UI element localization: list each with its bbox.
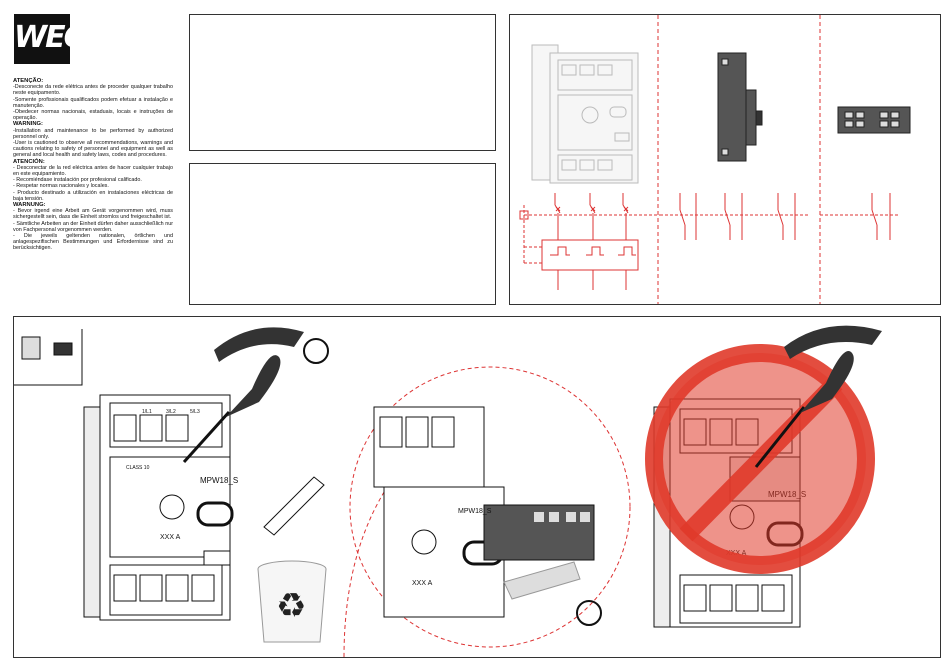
lateral-contacts-schematic	[660, 193, 810, 240]
warning-line: -Obedecer normas nacionais, estaduais, l…	[13, 109, 173, 122]
warning-line: - Producto destinado a utilización en in…	[13, 189, 173, 202]
weg-logo: WEG	[14, 14, 88, 64]
safety-warnings: ATENÇÃO: -Desconecte da rede elétrica an…	[13, 78, 173, 252]
warning-line: -Desconecte da rede elétrica antes de pr…	[13, 84, 173, 97]
terminal-label: 1/L1	[142, 409, 152, 415]
warning-heading: WARNUNG:	[13, 202, 46, 209]
warning-line: - Sämtliche Arbeiten an der Einheit dürf…	[13, 220, 173, 233]
terminal-label: 5/L3	[190, 409, 200, 415]
device-class-label: CLASS 10	[126, 465, 150, 471]
terminal-label: 3/L2	[166, 409, 176, 415]
main-circuit-schematic	[519, 193, 660, 290]
warning-en: WARNING: -Installation and maintenance t…	[13, 121, 173, 158]
zoom-detail: MPW18_S XXX A	[343, 366, 631, 658]
frontal-contact-schematic	[820, 193, 900, 240]
svg-text:♻: ♻	[276, 587, 306, 625]
warning-line: -Installation and maintenance to be perf…	[13, 127, 173, 140]
screwdriver-icon	[182, 327, 304, 464]
warning-pt: ATENÇÃO: -Desconecte da rede elétrica an…	[13, 78, 173, 121]
screwdriver-icon	[754, 325, 882, 468]
warning-line: - Respetar normas nacionales y locales.	[13, 183, 109, 190]
step-circle-icon	[576, 600, 602, 626]
accessory-panel	[509, 14, 941, 305]
inset-frame	[14, 329, 83, 386]
blank-box-top	[189, 14, 496, 151]
device-current-label: XXX A	[412, 580, 433, 587]
warning-line: - Desconectar de la red eléctrica antes …	[13, 164, 173, 178]
logo-text: WEG	[14, 20, 88, 55]
warning-heading: ATENCIÓN:	[13, 158, 45, 165]
warning-line: - Bevor irgend eine Arbeit am Gerät vorg…	[13, 208, 173, 221]
motor-protector-image	[531, 44, 639, 184]
warning-line: - Recomiéndase instalación por profesion…	[13, 177, 142, 184]
blank-box-bottom	[189, 163, 496, 305]
frontal-contact-image	[837, 106, 911, 134]
recycle-bin-icon: ♻	[257, 560, 327, 643]
warning-heading: ATENÇÃO:	[13, 78, 44, 84]
lateral-contact-image	[717, 52, 763, 162]
step-circle-icon	[303, 338, 329, 364]
removed-cover-icon	[263, 476, 325, 536]
accessory-diagram	[519, 15, 911, 304]
step-1-device: MPW18_S CLASS 10 XXX A 1/L1 3/L2 5/L3	[83, 394, 238, 621]
warning-line: -Somente profissionais qualificados pode…	[13, 96, 173, 109]
warning-es: ATENCIÓN: - Desconectar de la red eléctr…	[13, 159, 173, 202]
warning-heading: WARNING:	[13, 121, 43, 128]
warning-line: -User is cautioned to observe all recomm…	[13, 140, 173, 159]
installation-illustration: MPW18_S CLASS 10 XXX A 1/L1 3/L2 5/L3 ♻	[14, 325, 882, 658]
warning-line: - Die jeweils geltenden nationalen, örtl…	[13, 233, 173, 252]
warning-de: WARNUNG: - Bevor irgend eine Arbeit am G…	[13, 202, 173, 252]
device-model-label: MPW18_S	[200, 476, 238, 485]
device-model-label: MPW18_S	[458, 508, 492, 515]
installation-panel: MPW18_S CLASS 10 XXX A 1/L1 3/L2 5/L3 ♻	[13, 316, 941, 658]
device-current-label: XXX A	[160, 534, 181, 541]
